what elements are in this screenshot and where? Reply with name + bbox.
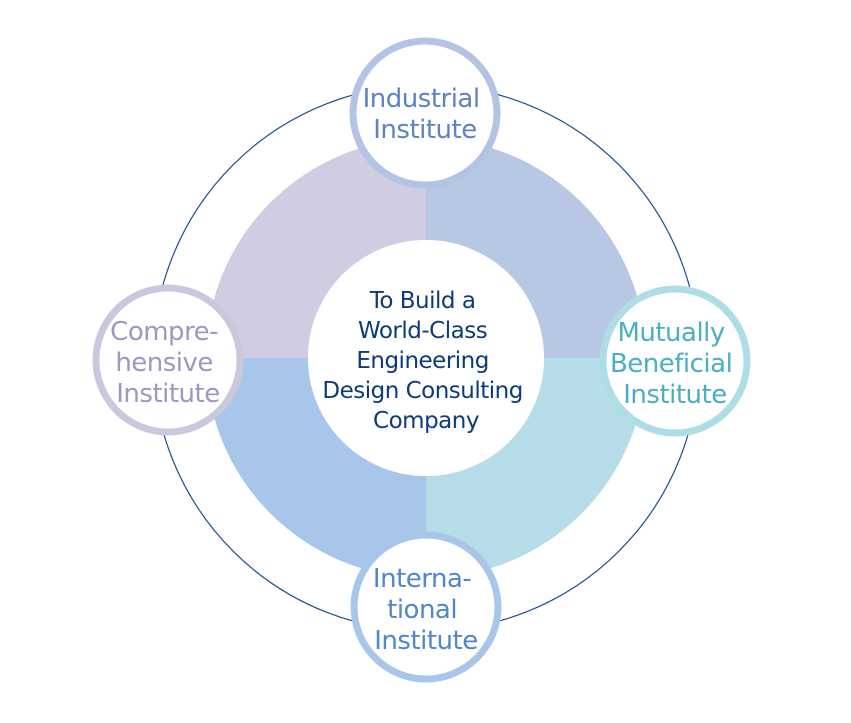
node-label-line: Institute xyxy=(373,115,476,145)
segment-bottom-left xyxy=(206,358,426,578)
node-ring xyxy=(599,285,751,437)
center-line: Engineering xyxy=(356,348,489,374)
node-label-line: Beneficial xyxy=(610,349,732,379)
node-label-line: Institute xyxy=(374,626,477,656)
center-title: To Build a World-Class Engineering Desig… xyxy=(322,288,529,434)
node-comprehensive: Compre- hensive Institute xyxy=(92,284,244,436)
node-label: Compre- hensive Institute xyxy=(110,317,226,409)
center-line: World-Class xyxy=(358,318,487,344)
node-mutual: Mutually Beneficial Institute xyxy=(599,285,751,437)
center-circle xyxy=(308,240,544,476)
center-line: To Build a xyxy=(369,288,476,314)
node-label: Industrial Institute xyxy=(363,84,488,145)
node-industrial: Industrial Institute xyxy=(349,37,501,189)
center-line: Company xyxy=(373,408,479,434)
node-label: Mutually Beneficial Institute xyxy=(610,318,740,410)
node-label-line: Mutually xyxy=(617,318,724,348)
node-label-line: Institute xyxy=(623,380,726,410)
node-ring xyxy=(349,37,501,189)
node-label-line: Industrial xyxy=(363,84,480,114)
center-line: Design Consulting xyxy=(322,378,522,404)
node-international: Interna- tional Institute xyxy=(350,531,502,683)
node-label-line: Interna- xyxy=(373,564,471,594)
node-label-line: hensive xyxy=(115,348,213,378)
segment-bottom-right xyxy=(426,358,646,578)
node-label-line: Institute xyxy=(116,379,219,409)
node-label-line: tional xyxy=(387,595,457,625)
segment-top-left xyxy=(206,138,426,358)
node-ring xyxy=(350,531,502,683)
node-label-line: Compre- xyxy=(110,317,218,347)
segment-top-right xyxy=(426,138,646,358)
node-label: Interna- tional Institute xyxy=(373,564,479,656)
node-ring xyxy=(92,284,244,436)
